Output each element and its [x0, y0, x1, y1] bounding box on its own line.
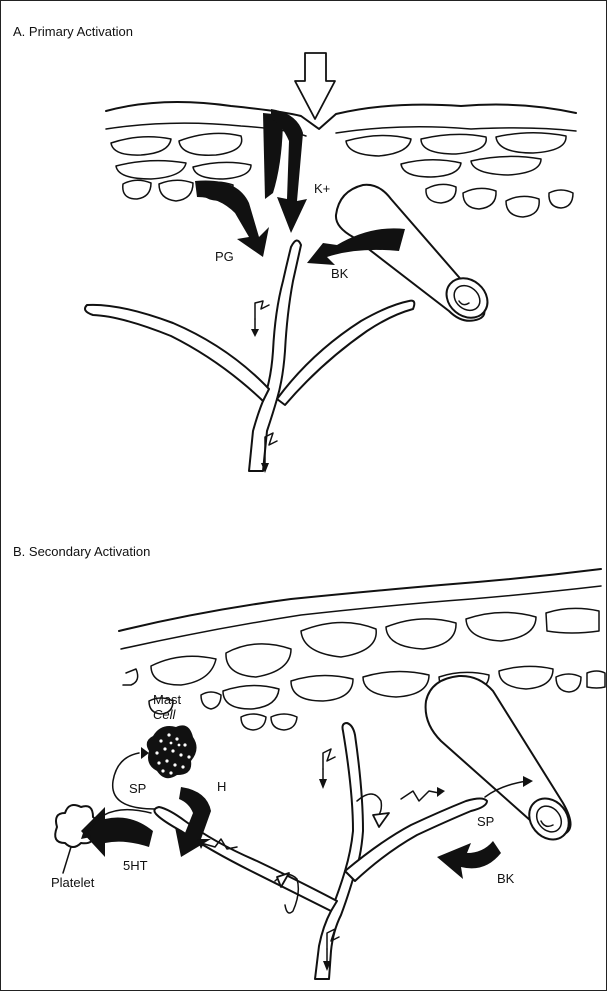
panel-b-skin — [119, 569, 605, 730]
panel-a-blood-vessel — [336, 185, 495, 326]
label-platelet: Platelet — [51, 875, 95, 890]
label-sp-left: SP — [129, 781, 146, 796]
pg-arrow — [195, 180, 269, 257]
stimulus-arrow — [295, 53, 335, 119]
label-pg: PG — [215, 249, 234, 264]
label-k: K+ — [314, 181, 330, 196]
label-mast: Mast — [153, 692, 182, 707]
panel-a-title: A. Primary Activation — [13, 24, 133, 39]
panel-b-title: B. Secondary Activation — [13, 544, 150, 559]
label-bk-a: BK — [331, 266, 349, 281]
bk-arrow-b — [437, 841, 501, 879]
mast-cell — [147, 725, 197, 778]
label-sp-right: SP — [477, 814, 494, 829]
label-h: H — [217, 779, 226, 794]
label-5ht: 5HT — [123, 858, 148, 873]
panel-a-nerve-fiber — [85, 240, 414, 471]
panel-b-nerve-fiber — [154, 723, 487, 979]
label-bk-b: BK — [497, 871, 515, 886]
label-cell: Cell — [153, 707, 177, 722]
